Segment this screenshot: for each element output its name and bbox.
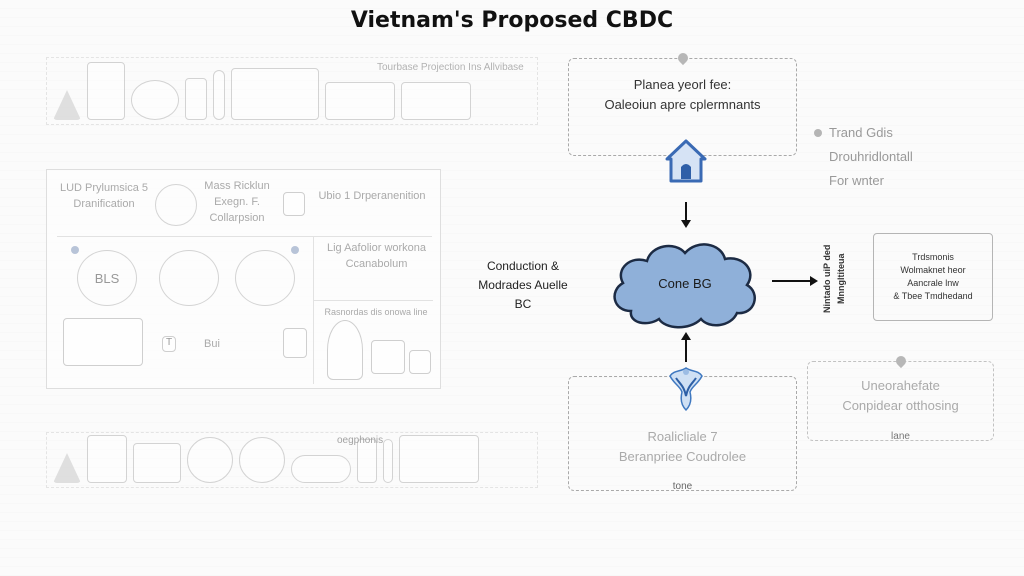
bottom-sketch-strip: oegphonis [46,432,538,488]
panel-sketch [231,68,319,120]
stand-sketch [357,439,377,483]
shield-sketch [87,435,127,483]
coin-sketch-2 [239,437,285,483]
cake-sketch [283,328,307,358]
vertical-label: Nintado uiP ded Mnngltiteua [820,236,856,322]
arrow-right-line [772,280,812,282]
bottom-box-line1: Roalicliale 7 [647,429,718,444]
scroll-sketch [87,62,125,120]
top-sketch-strip: Tourbase Projection Ins Allvibase [46,57,538,125]
arrow-up-head [681,332,691,340]
tree-sketch [327,320,363,380]
pagoda-sketch [53,90,81,120]
bottom-right-line2: Conpidear otthosing [842,398,959,413]
bottom-box-footer: tone [672,481,693,492]
house-icon [665,139,707,183]
dot-marker-2 [291,246,299,254]
vertical-line2: Mnngltiteua [836,253,846,305]
radio-sketch-1 [371,340,405,374]
emblem-icon [669,367,703,412]
label-t-box: T [162,336,176,352]
stack-icon [283,192,305,216]
bottom-strip-label: oegphonis [337,435,384,446]
panel-cell-3: Ubio 1 Drperanenition [318,190,426,202]
right-box-line4: & Tbee Tmdhedand [893,291,973,301]
side-note-1: Trand Gdis [829,125,893,140]
side-note-2: Drouhridlontall [829,149,913,164]
connector-line1: Conduction & [486,259,560,273]
panel-divider-v [313,236,314,384]
panel-divider-h2 [313,300,433,301]
label-bui: Bui [204,338,220,350]
top-box-line2: Oaleoiun apre cplermnants [604,97,761,112]
panel-cell-5: Rasnordas dis onowa line [324,307,428,317]
connector-label: Conduction & Modrades Auelle BC [468,257,578,314]
bottom-info-box: Roalicliale 7 Beranpriee Coudrolee tone [568,376,797,492]
hat-sketch [291,455,351,483]
panel-cell-4: Lig Aafolior workona Ccanabolum [326,242,427,270]
bottom-right-footer: lane [891,431,910,442]
top-box-line1: Planea yeorl fee: [633,77,732,92]
connector-line3: BC [514,297,532,311]
brush-sketch [383,439,393,483]
arrow-right-head [810,276,818,286]
connector-line2: Modrades Auelle [478,278,568,292]
right-box-line3: Aancrale lnw [907,278,959,288]
fan-sketch [131,80,179,120]
arrow-up-line [685,338,687,362]
bottom-box-line2: Beranpriee Coudrolee [618,449,747,464]
stamp-sketch [185,78,207,120]
right-box-line1: Trdsmonis [912,252,954,262]
vertical-line1: Nintado uiP ded [822,244,832,314]
bell-sketch [53,453,81,483]
panel-cell-1: LUD Prylumsica 5 Dranification [59,182,149,210]
cycle-icon [155,184,197,226]
right-info-box: Trdsmonis Wolmaknet heor Aancrale lnw & … [873,233,993,321]
seal-bls: BLS [77,250,137,306]
panel-divider-h1 [57,236,432,237]
coin-sketch-1 [187,437,233,483]
tool-sketch [213,70,225,120]
monitor-sketch [399,435,479,483]
diagram-title: Vietnam's Proposed CBDC [350,8,674,33]
bottom-right-info-box: Uneorahefate Conpidear otthosing lane [807,361,994,442]
seal-3 [235,250,295,306]
left-info-panel: LUD Prylumsica 5 Dranification Mass Rick… [46,169,441,389]
vehicle-sketch [63,318,143,366]
building-sketch-2 [401,82,471,120]
cloud-label: Cone BG [658,276,712,291]
bullet-dot [814,129,822,137]
arrow-down-line [685,202,687,222]
seal-2 [159,250,219,306]
side-note-3: For wnter [829,173,884,188]
dot-marker-1 [71,246,79,254]
arrow-down-head [681,220,691,228]
bottom-right-line1: Uneorahefate [861,378,940,393]
panel-cell-2: Mass Ricklun Exegn. F. Collarpsion [204,180,270,224]
right-box-line2: Wolmaknet heor [900,265,966,275]
radio-sketch-2 [409,350,431,374]
machine-sketch [133,443,181,483]
top-strip-label: Tourbase Projection Ins Allvibase [377,62,524,73]
building-sketch-1 [325,82,395,120]
cloud-node [613,243,756,329]
